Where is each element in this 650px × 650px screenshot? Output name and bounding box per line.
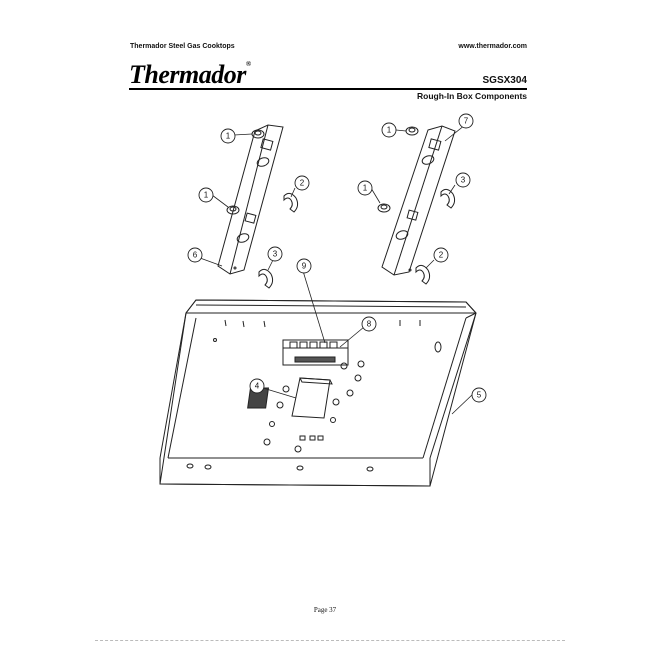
- callout-7: 7: [458, 113, 474, 129]
- callout-2a: 2: [294, 175, 310, 191]
- callout-label: 1: [363, 184, 368, 193]
- callout-label: 1: [204, 191, 209, 200]
- spark-module-part: [247, 377, 354, 453]
- callout-label: 9: [302, 262, 307, 271]
- callout-group: 1 1 1 1 2 2 3 3 4 5 6 7 8 9: [187, 113, 487, 403]
- document-title: Thermador Steel Gas Cooktops: [130, 43, 235, 50]
- callout-label: 6: [193, 251, 198, 260]
- callout-4: 4: [249, 378, 265, 394]
- website-url: www.thermador.com: [458, 43, 527, 50]
- callout-6: 6: [187, 247, 203, 263]
- callout-1d: 1: [357, 180, 373, 196]
- terminal-block-part: [282, 339, 365, 382]
- callout-label: 3: [273, 250, 278, 259]
- callout-3a: 3: [267, 246, 283, 262]
- callout-label: 2: [300, 179, 305, 188]
- callout-label: 4: [255, 382, 260, 391]
- right-bracket-part: [381, 125, 456, 276]
- leader-lines: [199, 124, 474, 415]
- callout-label: 8: [367, 320, 372, 329]
- callout-label: 1: [226, 132, 231, 141]
- section-title: Rough-In Box Components: [416, 91, 527, 101]
- callout-1b: 1: [198, 187, 214, 203]
- callout-8: 8: [361, 316, 377, 332]
- brand-logo: Thermador®: [129, 60, 251, 90]
- callout-1a: 1: [220, 128, 236, 144]
- callout-9: 9: [296, 258, 312, 274]
- callout-5: 5: [471, 387, 487, 403]
- left-bracket-part: [217, 124, 284, 275]
- connector-parts: [258, 188, 456, 289]
- callout-label: 3: [461, 176, 466, 185]
- scan-edge-line: [95, 640, 565, 641]
- callout-1c: 1: [381, 122, 397, 138]
- callout-label: 2: [439, 251, 444, 260]
- callout-2b: 2: [433, 247, 449, 263]
- callout-3b: 3: [455, 172, 471, 188]
- logo-text: Thermador: [129, 60, 246, 89]
- model-number: SGSX304: [482, 75, 527, 86]
- callout-label: 7: [464, 117, 469, 126]
- callout-label: 5: [477, 391, 482, 400]
- header-rule: [129, 88, 527, 90]
- registered-mark: ®: [245, 60, 251, 68]
- callout-label: 1: [387, 126, 392, 135]
- page-number: Page 37: [313, 606, 337, 614]
